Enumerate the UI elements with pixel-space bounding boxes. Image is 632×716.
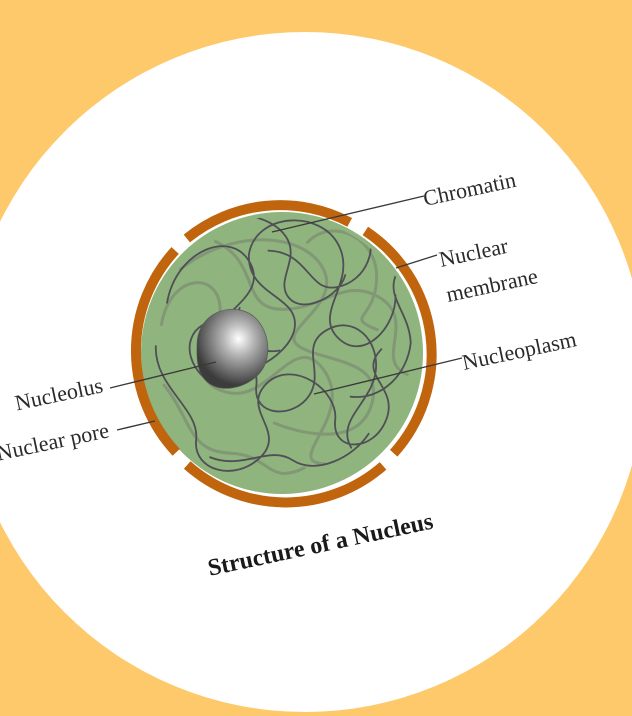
nucleus-diagram: Chromatin Nuclear membrane Nucleoplasm N… bbox=[0, 0, 632, 716]
